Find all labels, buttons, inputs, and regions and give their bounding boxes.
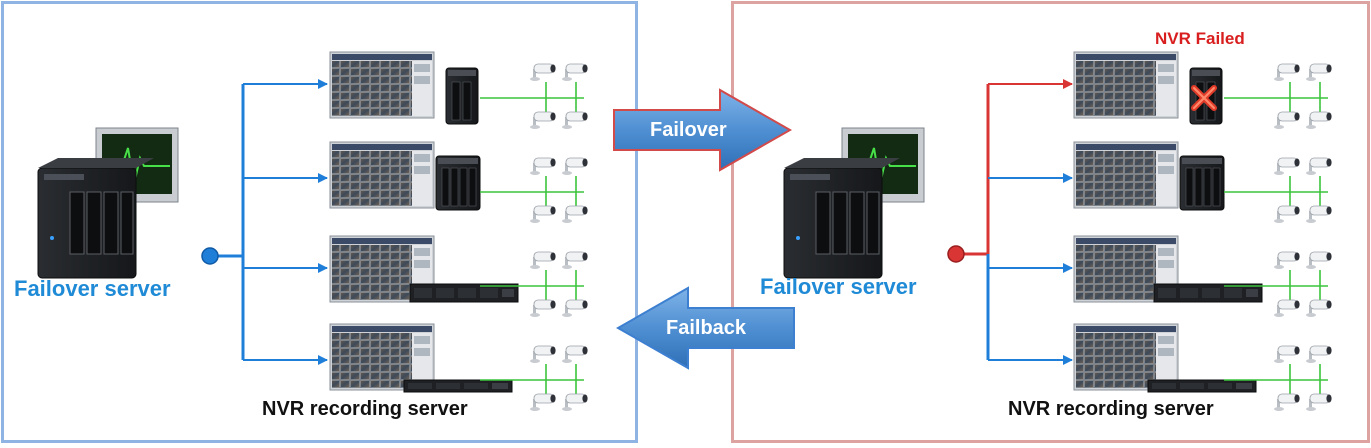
left-nvr-recording-server-label: NVR recording server	[262, 398, 468, 420]
left-distribution-lines	[212, 79, 328, 365]
failover-arrow-label: Failover	[650, 119, 727, 141]
right-nvr-unit-3	[1073, 235, 1332, 317]
failover-arrow	[613, 88, 793, 172]
failback-arrow-label: Failback	[666, 317, 747, 339]
left-failover-server-label: Failover server	[14, 276, 171, 301]
left-nvr-unit-3	[329, 235, 588, 317]
right-nvr-recording-server-label: NVR recording server	[1008, 398, 1214, 420]
right-nvr-unit-2	[1073, 141, 1332, 223]
right-failover-server-label: Failover server	[760, 274, 917, 299]
nvr-failed-label: NVR Failed	[1155, 29, 1245, 48]
failback-arrow	[615, 286, 795, 370]
connector-dot-red-icon	[947, 245, 965, 263]
connector-dot-icon	[201, 247, 219, 265]
left-nvr-unit-1	[329, 51, 588, 129]
left-failover-server-icon	[37, 127, 179, 279]
right-distribution-lines	[958, 79, 1073, 365]
right-nvr-unit-1-failed	[1073, 51, 1332, 129]
right-failover-server-icon	[783, 127, 925, 279]
left-nvr-unit-2	[329, 141, 588, 223]
